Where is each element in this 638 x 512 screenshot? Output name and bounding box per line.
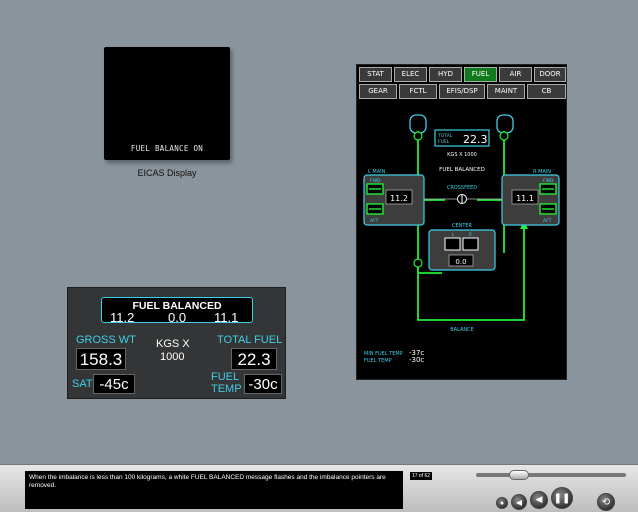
back-button[interactable]: ◀ <box>530 491 548 509</box>
syn-total-label-2: FUEL <box>438 139 450 145</box>
sat-label: SAT <box>72 378 93 390</box>
fuel-temp-value: -30c <box>244 374 282 394</box>
total-fuel-label: TOTAL FUEL <box>217 334 283 346</box>
right-aft-label: AFT <box>543 218 552 224</box>
center-qty-box <box>448 254 474 267</box>
syn-fuel-temp-value: -30c <box>409 356 424 364</box>
right-main-qty-box <box>511 189 539 205</box>
tab-door[interactable]: DOOR <box>534 67 566 82</box>
units-1000: 1000 <box>160 351 185 363</box>
left-engine-valve-icon <box>413 131 423 141</box>
min-fuel-temp-value: -37c <box>409 349 424 357</box>
center-feed-valve-icon <box>413 258 423 268</box>
fuel-temp-label-2: TEMP <box>211 383 242 395</box>
tab-hyd[interactable]: HYD <box>429 67 462 82</box>
tab-fctl[interactable]: FCTL <box>399 84 437 99</box>
tab-cb[interactable]: CB <box>527 84 566 99</box>
min-fuel-temp-label: MIN FUEL TEMP <box>364 351 403 357</box>
center-l-label: L <box>452 232 455 237</box>
fuel-temp-label-1: FUEL <box>211 371 240 383</box>
sat-value: -45c <box>93 374 135 394</box>
center-qty: 0.0 <box>455 258 466 266</box>
tab-maint[interactable]: MAINT <box>487 84 525 99</box>
pause-button[interactable]: ❚❚ <box>551 487 573 509</box>
tab-air[interactable]: AIR <box>499 67 532 82</box>
page-counter: 17 of 62 <box>410 472 432 480</box>
fuel-temp-label: FUEL TEMP <box>364 358 392 364</box>
eicas-caption: EICAS Display <box>137 168 197 178</box>
progress-slider[interactable] <box>476 473 626 477</box>
right-main-qty: 11.1 <box>516 194 534 203</box>
center-r-label: R <box>469 232 472 237</box>
progress-thumb[interactable] <box>508 470 529 480</box>
center-right-pump[interactable] <box>462 237 479 251</box>
tab-elec[interactable]: ELEC <box>394 67 427 82</box>
narration-caption: When the imbalance is less than 100 kilo… <box>25 471 403 509</box>
fuel-balance-header: FUEL BALANCED 11.2 0.0 11.1 <box>101 297 253 325</box>
total-fuel-box <box>434 129 490 147</box>
tab-stat[interactable]: STAT <box>359 67 392 82</box>
l-main-label: L MAIN <box>368 169 386 175</box>
exit-button[interactable]: ⟲ <box>597 493 615 511</box>
center-label: CENTER <box>452 223 473 229</box>
player-control-bar: When the imbalance is less than 100 kilo… <box>0 464 638 512</box>
syn-units: KGS X 1000 <box>447 152 477 158</box>
eicas-message: FUEL BALANCE ON <box>130 144 204 153</box>
fuel-balanced-title: FUEL BALANCED <box>132 300 222 312</box>
syn-total-value: 22.3 <box>463 133 488 146</box>
total-fuel-value: 22.3 <box>231 348 277 370</box>
left-tank-qty: 11.2 <box>110 310 135 325</box>
balance-line <box>417 229 525 321</box>
tab-efis-dsp[interactable]: EFIS/DSP <box>439 84 485 99</box>
left-fwd-label: FWD <box>370 178 381 184</box>
center-tank-qty: 0.0 <box>168 310 187 325</box>
tab-gear[interactable]: GEAR <box>359 84 397 99</box>
balance-label: BALANCE <box>450 327 474 333</box>
eicas-display: FUEL BALANCE ON <box>104 47 230 160</box>
right-fwd-label: FWD <box>543 178 554 184</box>
center-left-pump[interactable] <box>444 237 461 251</box>
left-engine-icon <box>409 114 427 134</box>
fuel-quantity-panel: FUEL BALANCED 11.2 0.0 11.1 GROSS WT 158… <box>67 287 286 399</box>
right-tank-qty: 11.1 <box>214 310 239 325</box>
synoptic-display: STAT ELEC HYD FUEL AIR DOOR GEAR FCTL EF… <box>356 64 567 380</box>
right-engine-icon <box>496 114 514 134</box>
right-engine-valve-icon <box>499 131 509 141</box>
gross-wt-value: 158.3 <box>76 348 126 370</box>
left-main-qty-box <box>385 189 413 205</box>
fuel-synoptic: TOTAL FUEL 22.3 KGS X 1000 FUEL BALANCED… <box>363 114 560 364</box>
left-main-qty: 11.2 <box>390 194 408 203</box>
rewind-button[interactable]: ◀ <box>511 494 527 510</box>
syn-total-label-1: TOTAL <box>437 133 453 139</box>
crossfeed-label: CROSSFEED <box>447 185 477 191</box>
r-main-label: R MAIN <box>533 169 551 175</box>
syn-status: FUEL BALANCED <box>439 167 485 173</box>
left-aft-label: AFT <box>370 218 379 224</box>
tab-fuel[interactable]: FUEL <box>464 67 497 82</box>
gross-wt-label: GROSS WT <box>76 334 136 346</box>
replay-button[interactable]: ⏺ <box>496 497 508 509</box>
units-kgs: KGS X <box>156 338 190 350</box>
